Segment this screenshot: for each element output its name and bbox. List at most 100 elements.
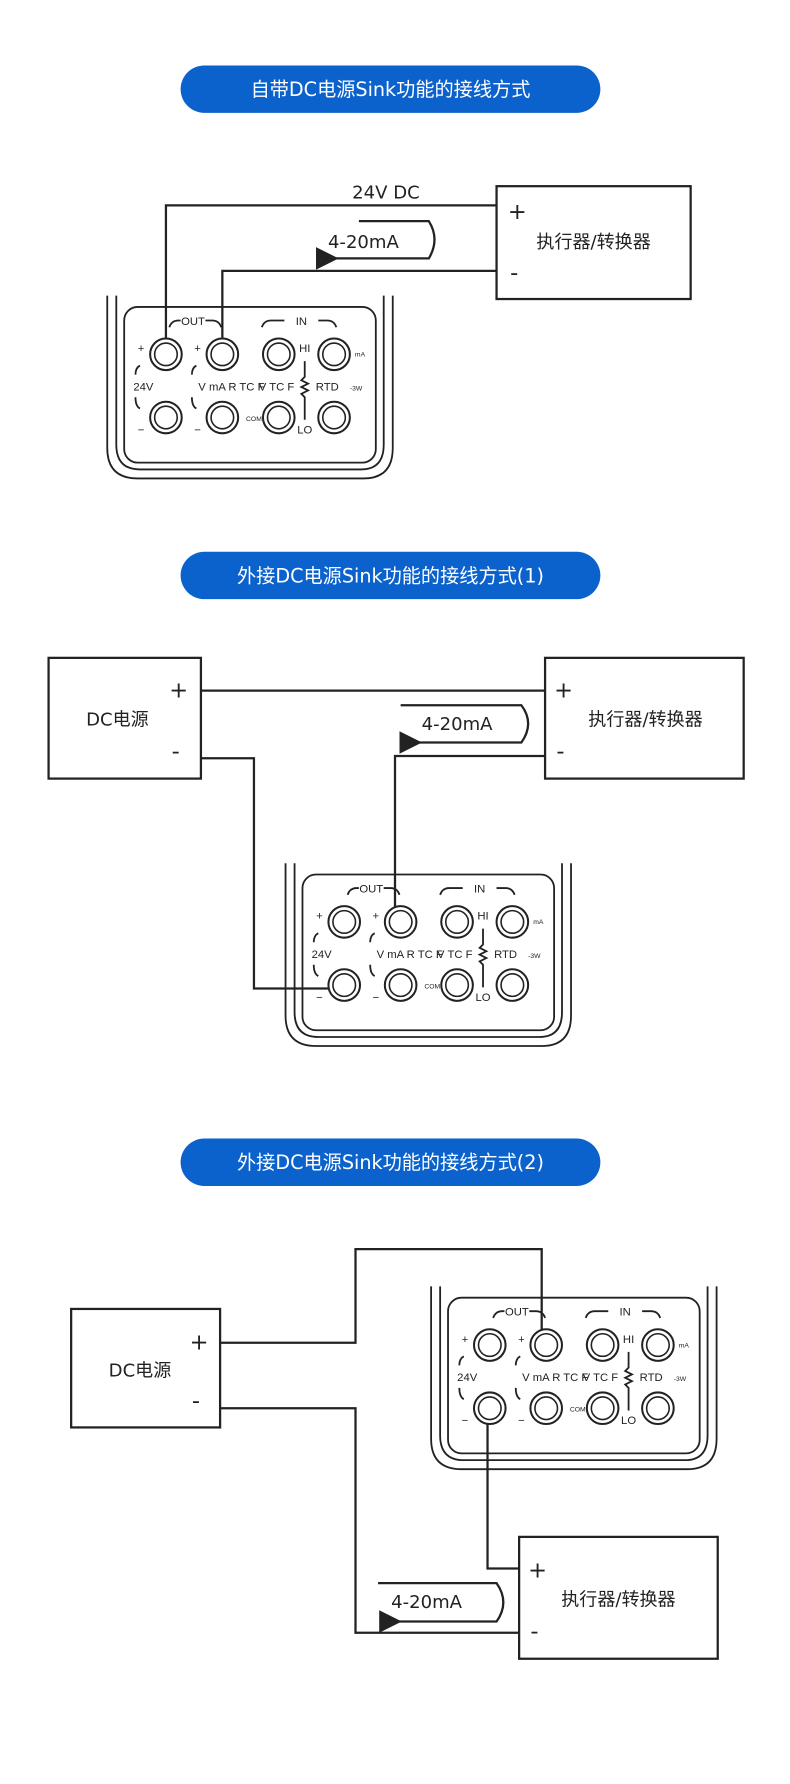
jack-terminal-inner <box>444 909 470 934</box>
rtd-resistor-icon <box>623 1351 634 1411</box>
section-title: 外接DC电源Sink功能的接线方式(1) <box>237 564 544 587</box>
panel-label: mA <box>679 1342 690 1349</box>
jack-terminal-inner <box>210 342 235 367</box>
panel-label: IN <box>620 1307 631 1319</box>
current-label: 4-20mA <box>422 714 494 735</box>
section-title-pill <box>180 1138 601 1186</box>
jack-terminal-inner <box>332 909 357 934</box>
section-builtin-supply: 自带DC电源Sink功能的接线方式 + - 执行器/转换器 24V DC 4-2… <box>106 65 692 480</box>
jack-terminal-inner <box>590 1396 615 1421</box>
section-title: 自带DC电源Sink功能的接线方式 <box>251 78 531 101</box>
front-panel <box>123 306 377 464</box>
panel-label: − <box>138 424 145 436</box>
panel-label: V TC F <box>259 381 295 393</box>
dc-source-box <box>70 1307 222 1429</box>
source-plus: + <box>169 677 188 703</box>
panel-label: V TC F <box>583 1372 619 1384</box>
source-label: DC电源 <box>109 1361 172 1382</box>
dc-source-box <box>47 656 203 780</box>
source-minus: - <box>192 1388 200 1414</box>
panel-label: OUT <box>359 884 383 896</box>
wire-ma <box>486 1407 520 1570</box>
panel-label: − <box>518 1415 525 1427</box>
casing-outer <box>284 863 572 1047</box>
jack-terminal-inner <box>477 1396 502 1421</box>
panel-label: 24V <box>457 1372 478 1384</box>
jack-terminal-inner <box>534 1332 559 1358</box>
wire-ma <box>221 269 497 355</box>
side-brackets <box>134 364 197 410</box>
actuator-box <box>517 1535 719 1660</box>
casing-inner <box>439 1286 709 1462</box>
out-bracket <box>346 887 401 896</box>
jack-terminal-inner <box>388 973 413 998</box>
out-bracket <box>492 1310 546 1319</box>
wire-24v <box>164 204 497 355</box>
panel-label: + <box>462 1334 469 1346</box>
panel-label: HI <box>623 1334 634 1346</box>
panel-label: V mA R TC F <box>377 949 443 961</box>
jack-terminal-inner <box>266 405 291 430</box>
panel-label: mA <box>355 352 366 359</box>
panel-label: LO <box>621 1415 636 1427</box>
actuator-box <box>495 185 692 301</box>
panel-label: + <box>316 911 323 923</box>
wire-negative <box>220 1407 520 1634</box>
casing-inner <box>293 863 563 1038</box>
current-label: 4-20mA <box>391 1592 463 1613</box>
jack-terminal-inner <box>444 973 470 998</box>
panel-label: OUT <box>181 316 205 328</box>
panel-label: LO <box>475 992 490 1004</box>
panel-label: OUT <box>505 1307 529 1319</box>
source-minus: - <box>172 738 180 764</box>
panel-label: − <box>316 992 323 1004</box>
panel-label: − <box>462 1415 469 1427</box>
jack-terminal-inner <box>332 973 357 998</box>
panel-label: 24V <box>312 949 333 961</box>
actuator-label: 执行器/转换器 <box>588 710 702 731</box>
panel-label: RTD <box>494 949 517 961</box>
actuator-label: 执行器/转换器 <box>536 232 650 253</box>
panel-label: -3W <box>350 385 363 392</box>
in-bracket <box>260 319 338 328</box>
casing-inner <box>115 295 385 471</box>
source-plus: + <box>190 1330 209 1356</box>
panel-label: + <box>138 343 145 355</box>
panel-label: LO <box>297 424 312 436</box>
jack-terminal-inner <box>477 1332 502 1358</box>
current-arrow <box>399 704 530 754</box>
jack-terminal-inner <box>590 1332 615 1358</box>
panel-label: -3W <box>528 953 541 960</box>
section-external-supply-1: 外接DC电源Sink功能的接线方式(1) + - DC电源 + - 执行器/转换… <box>47 551 745 1047</box>
jack-terminal-inner <box>153 342 179 367</box>
panel-label: RTD <box>640 1372 663 1384</box>
in-bracket <box>439 887 516 896</box>
front-panel <box>447 1296 701 1455</box>
panel-label: mA <box>533 919 544 926</box>
panel-label: HI <box>299 343 310 355</box>
jack-terminal-inner <box>210 405 235 430</box>
side-brackets <box>458 1355 521 1401</box>
actuator-box <box>543 656 745 780</box>
panel-label: V mA R TC F <box>198 381 264 393</box>
jack-terminal-inner <box>645 1396 670 1421</box>
panel-label: -3W <box>674 1376 687 1383</box>
actuator-plus: + <box>554 677 573 703</box>
jack-terminal-inner <box>153 405 179 430</box>
jack-terminal-inner <box>321 405 347 430</box>
panel-label: IN <box>296 316 307 328</box>
current-arrow <box>378 1582 505 1633</box>
panel-label: RTD <box>316 381 339 393</box>
actuator-minus: - <box>510 260 518 286</box>
casing-outer <box>106 295 394 480</box>
panel-label: − <box>194 424 201 436</box>
panel-label: HI <box>477 911 488 923</box>
actuator-minus: - <box>556 738 564 764</box>
jack-terminal-inner <box>388 909 413 934</box>
jack-terminal-inner <box>534 1396 559 1421</box>
panel-label: V TC F <box>437 949 473 961</box>
actuator-minus: - <box>530 1618 538 1644</box>
supply-label: 24V DC <box>352 183 420 204</box>
